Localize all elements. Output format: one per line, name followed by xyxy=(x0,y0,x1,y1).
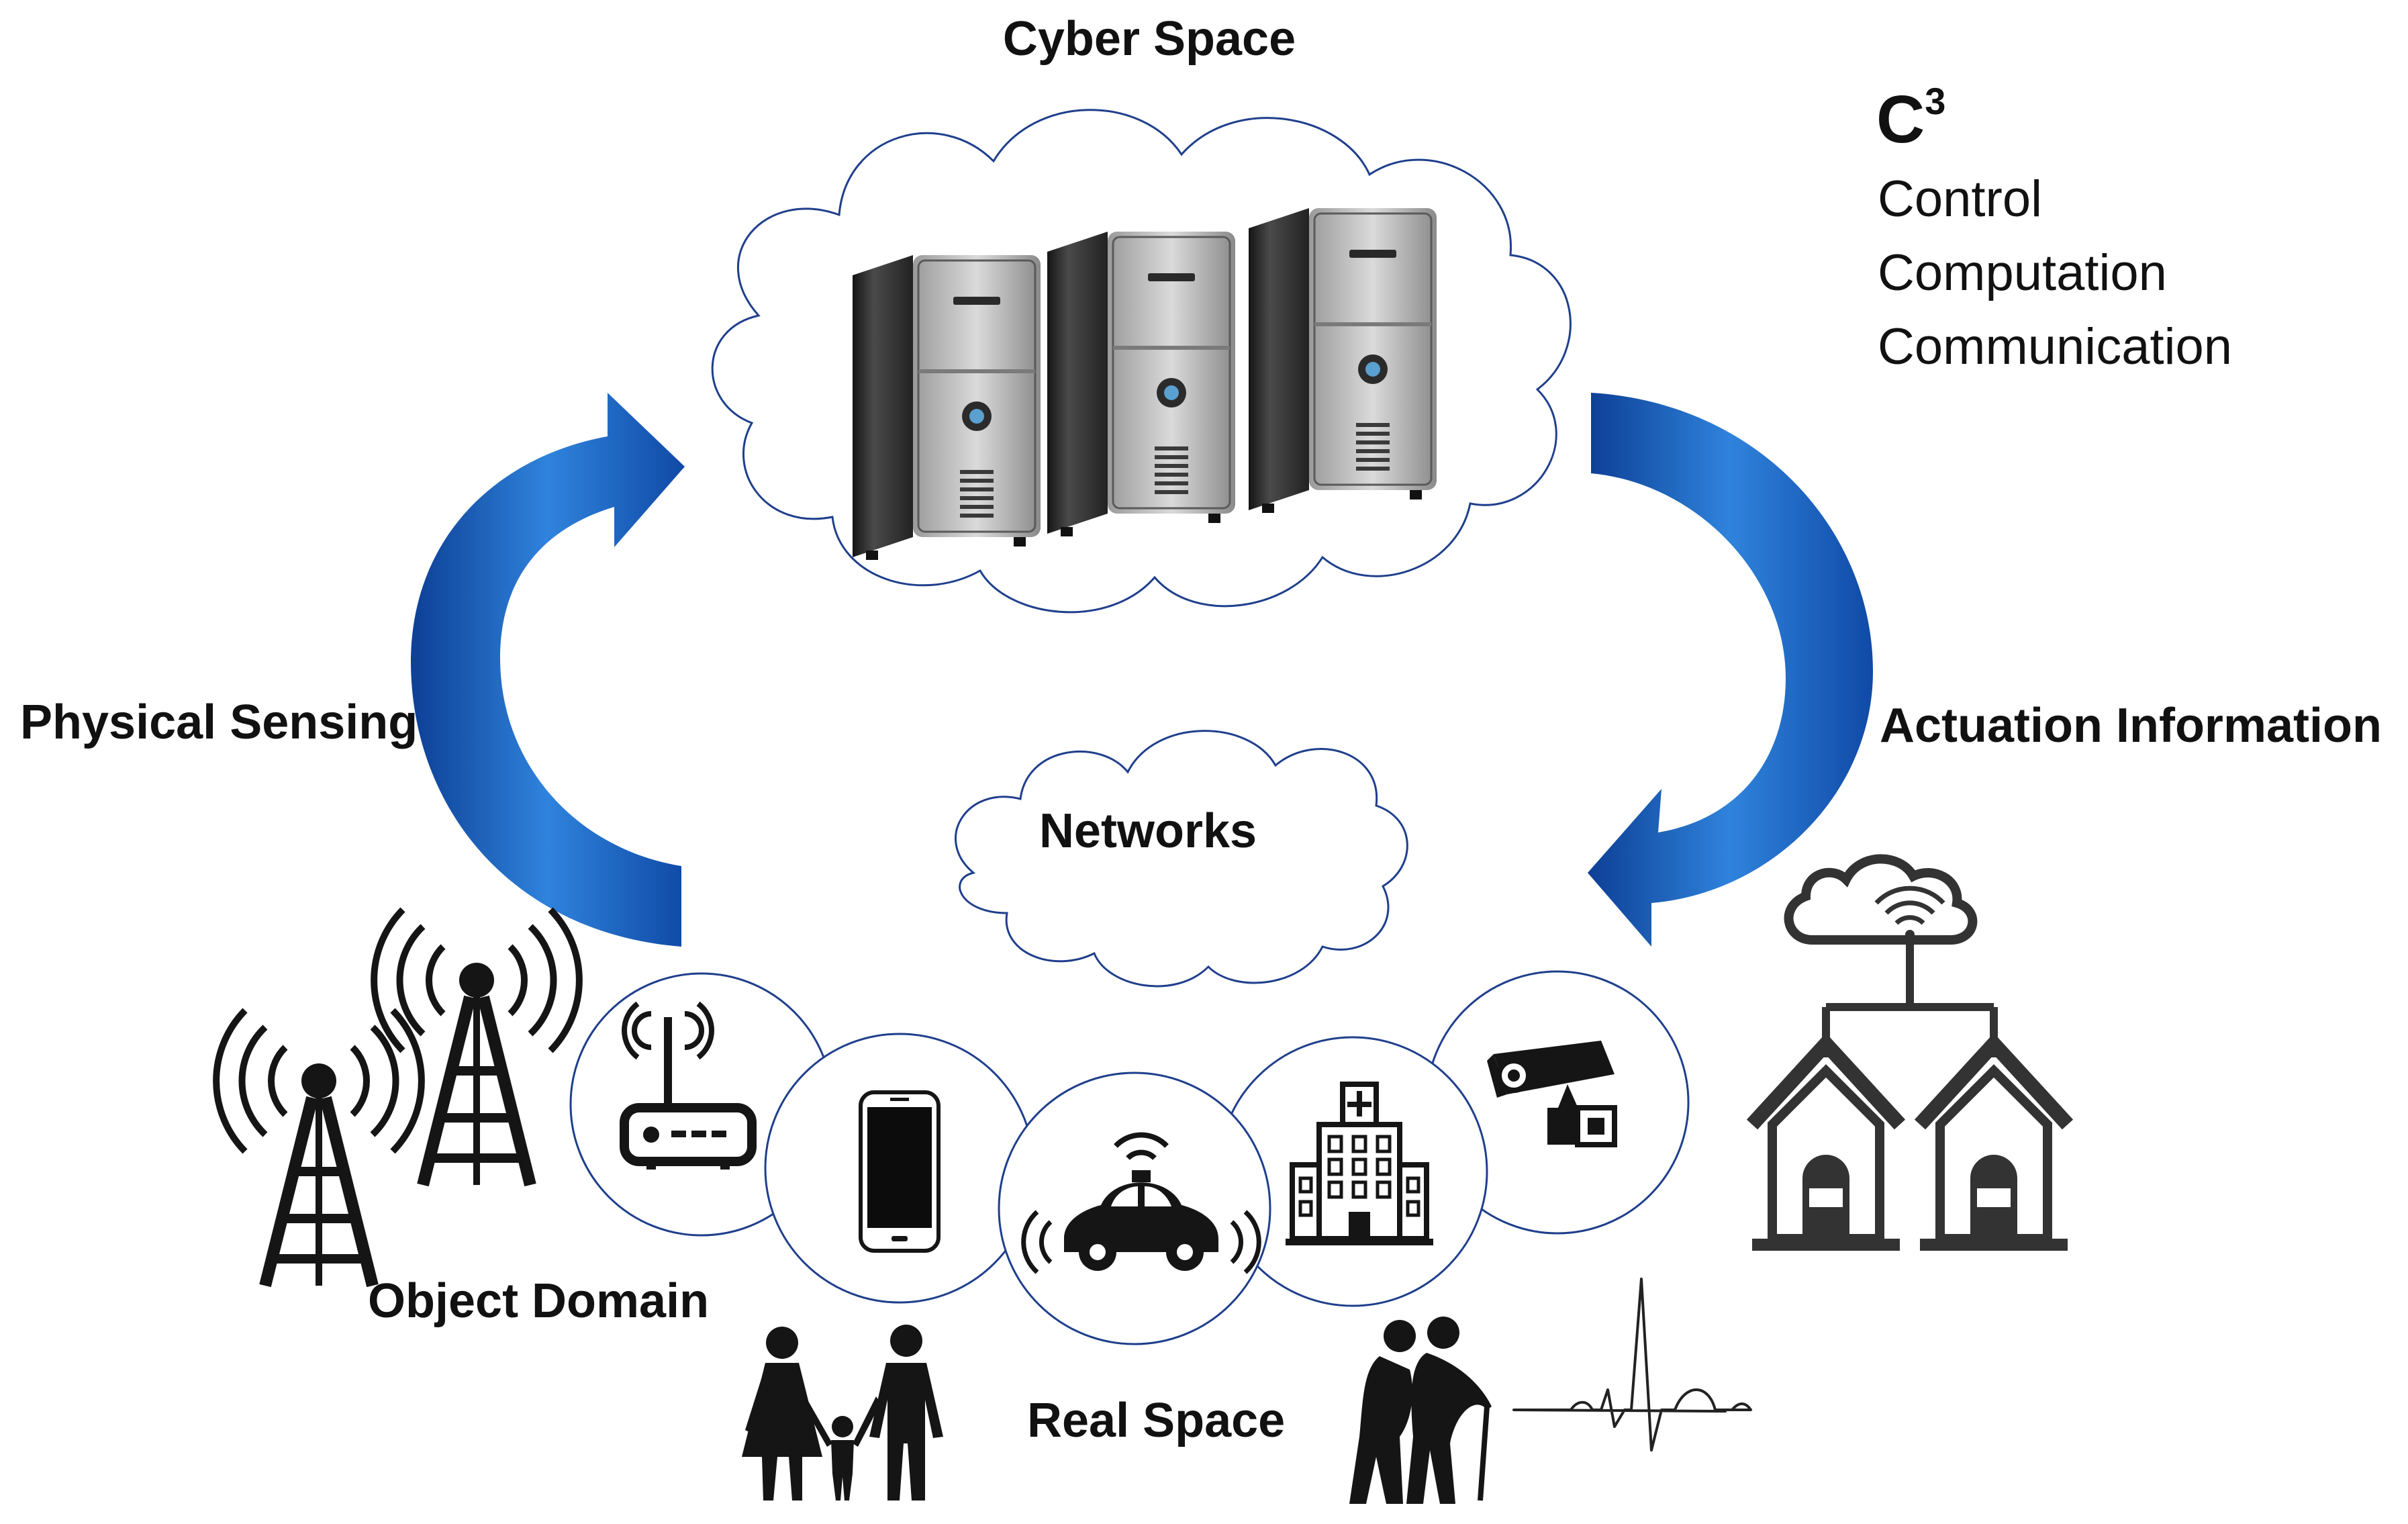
heartbeat-icon xyxy=(1512,1278,1752,1451)
server-icon xyxy=(851,254,1042,561)
object-domain-label: Object Domain xyxy=(368,1274,709,1328)
real-space-label: Real Space xyxy=(1027,1394,1285,1447)
cell-tower-icon xyxy=(374,910,579,1185)
server-icon xyxy=(1046,230,1237,538)
smart-home-icon xyxy=(1752,854,2068,1251)
security-camera-icon xyxy=(1487,1041,1617,1147)
physical-sensing-label: Physical Sensing xyxy=(20,696,418,749)
actuation-arrow xyxy=(1588,393,1873,947)
family-icon xyxy=(742,1325,943,1501)
c3-control: Control xyxy=(1878,171,2042,228)
cyber-space-label: Cyber Space xyxy=(1003,12,1296,66)
smartphone-icon xyxy=(859,1090,941,1253)
c3-superscript: 3 xyxy=(1925,80,1945,122)
c3-heading: C3 xyxy=(1876,80,1945,157)
networks-cloud xyxy=(955,730,1408,988)
server-icon xyxy=(1247,207,1438,514)
physical-sensing-arrow xyxy=(410,393,685,947)
actuation-information-label: Actuation Information xyxy=(1880,699,2382,753)
c3-base: C xyxy=(1876,82,1925,157)
c3-computation: Computation xyxy=(1878,244,2167,301)
networks-label: Networks xyxy=(1039,804,1257,858)
autonomous-car-icon xyxy=(1021,1132,1261,1274)
elderly-couple-icon xyxy=(1349,1317,1492,1504)
c3-communication: Communication xyxy=(1878,318,2232,375)
hospital-icon xyxy=(1286,1082,1433,1245)
cell-tower-icon xyxy=(216,1010,422,1286)
wifi-router-icon xyxy=(620,1001,757,1170)
